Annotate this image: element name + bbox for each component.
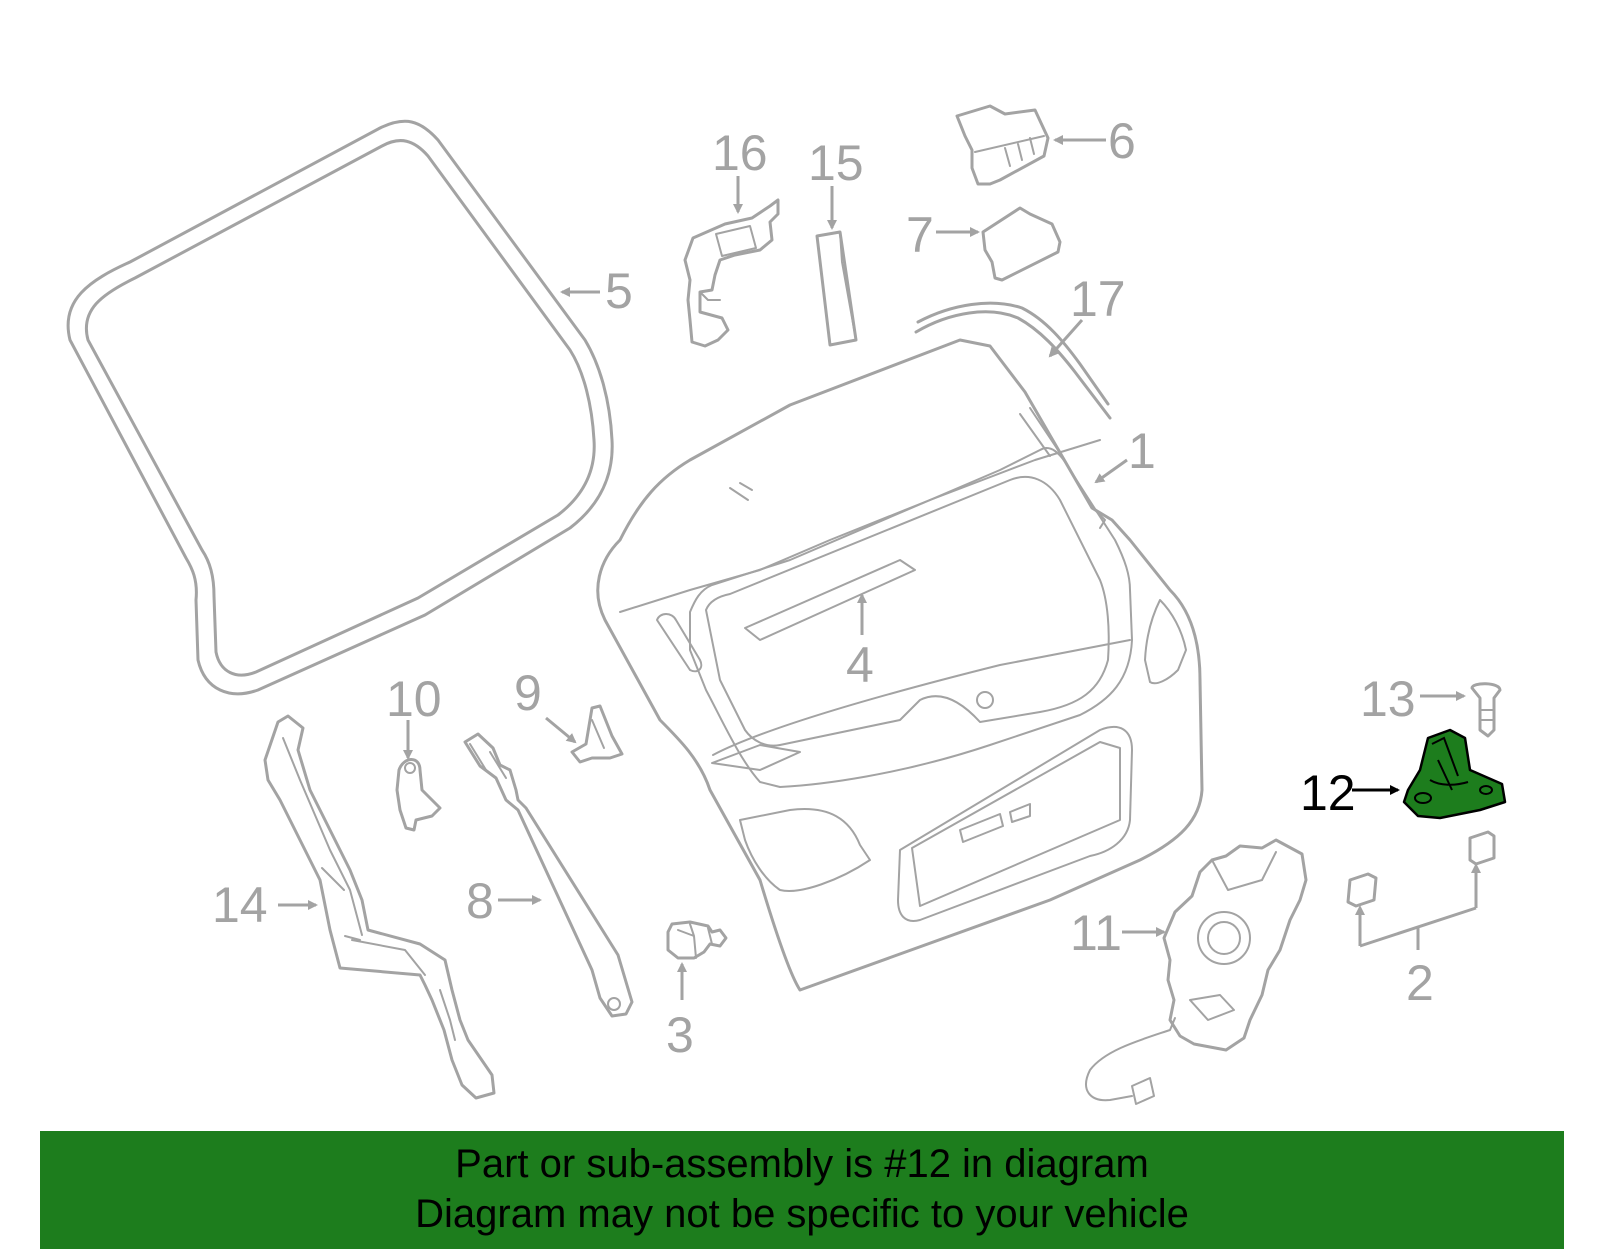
svg-text:5: 5 [605,263,633,319]
part-8-strut [463,732,634,1018]
callout-12[interactable]: 12 [1300,765,1400,821]
part-2-plugs [1346,830,1496,950]
callout-10: 10 [386,671,442,760]
svg-text:3: 3 [666,1007,694,1063]
svg-text:11: 11 [1070,905,1122,961]
part-16-hinge [683,198,780,348]
part-13-pushclip [1470,682,1502,738]
part-1-liftgate [596,338,1204,992]
callout-13: 13 [1360,671,1466,727]
part-15-pad [815,230,858,347]
callout-17: 17 [1048,271,1126,358]
parts-diagram: 5 16 15 6 7 17 [66,104,1507,1105]
svg-text:15: 15 [808,135,864,191]
callout-14: 14 [212,877,318,933]
part-17-molding [914,301,1112,420]
callout-7: 7 [906,207,980,263]
part-9-bracket [570,704,624,764]
svg-text:9: 9 [514,665,542,721]
callout-2: 2 [1406,955,1434,1011]
callout-5: 5 [560,263,633,319]
callout-4: 4 [846,593,874,693]
part-14-channel [263,714,496,1100]
callout-1: 1 [1094,423,1156,484]
part-6-clip [955,104,1050,186]
callout-8: 8 [466,873,542,929]
svg-text:10: 10 [386,671,442,727]
part-3-bolt [666,920,728,960]
callout-3: 3 [666,962,694,1063]
svg-text:13: 13 [1360,671,1416,727]
info-banner: Part or sub-assembly is #12 in diagram D… [40,1131,1564,1249]
callout-6: 6 [1053,113,1136,169]
part-5-weatherstrip [66,119,614,696]
callout-16: 16 [712,125,768,214]
svg-text:4: 4 [846,637,874,693]
callout-9: 9 [514,665,577,744]
part-12-striker [1402,728,1507,820]
callout-15: 15 [808,135,864,230]
svg-text:14: 14 [212,877,268,933]
banner-line-2: Diagram may not be specific to your vehi… [415,1192,1189,1236]
svg-text:2: 2 [1406,955,1434,1011]
svg-text:12: 12 [1300,765,1356,821]
callout-11: 11 [1070,905,1166,961]
svg-text:8: 8 [466,873,494,929]
svg-text:16: 16 [712,125,768,181]
svg-text:7: 7 [906,207,934,263]
svg-text:17: 17 [1070,271,1126,327]
part-11-latch [1085,838,1308,1105]
part-10-stop [395,758,442,832]
part-7-bracket [981,206,1062,282]
svg-text:6: 6 [1108,113,1136,169]
svg-text:1: 1 [1128,423,1156,479]
banner-line-1: Part or sub-assembly is #12 in diagram [455,1142,1149,1186]
